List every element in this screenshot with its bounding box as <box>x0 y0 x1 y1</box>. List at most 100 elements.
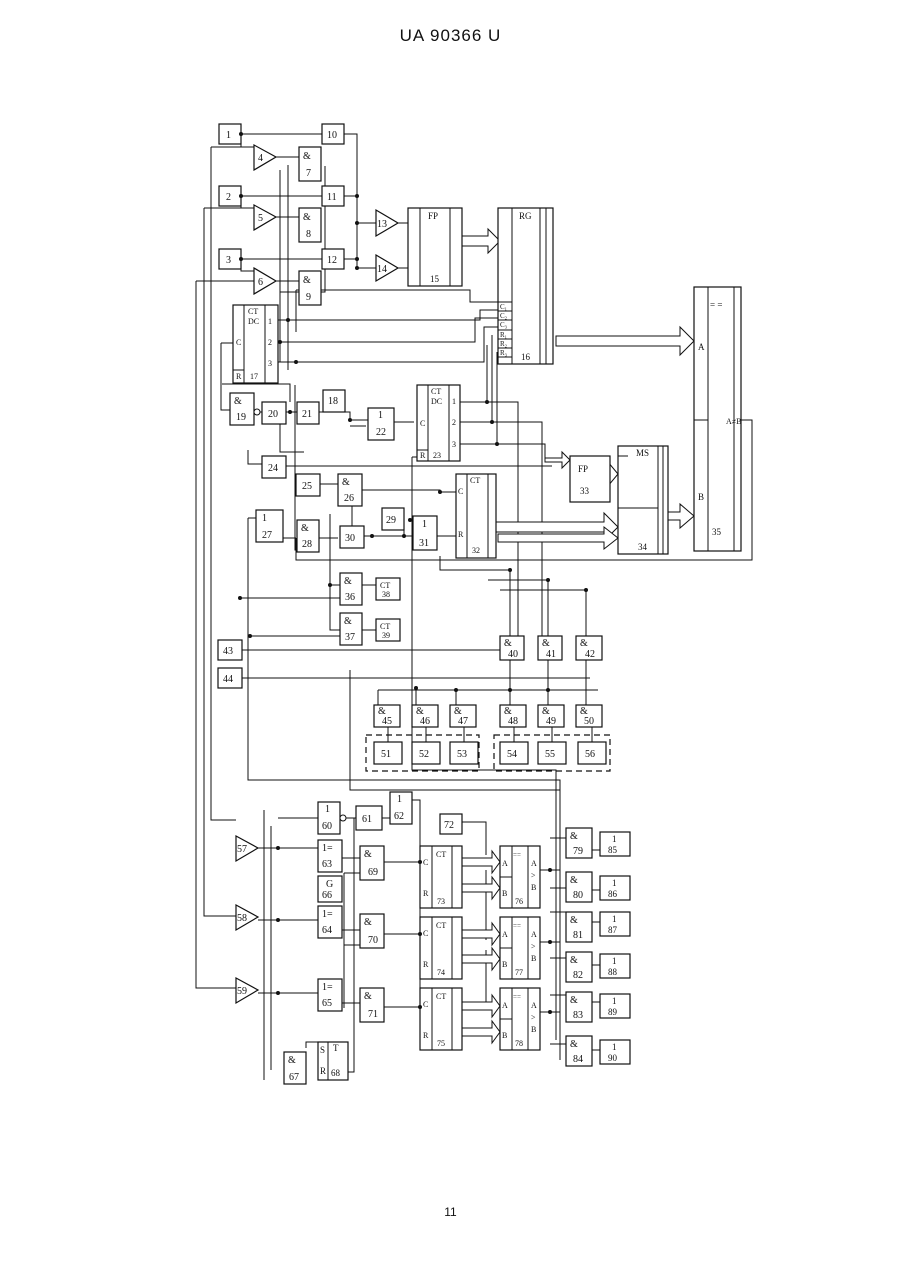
svg-text:80: 80 <box>573 890 583 901</box>
svg-text:CT: CT <box>436 992 446 1001</box>
svg-text:26: 26 <box>344 493 354 504</box>
block-72: 72 <box>440 814 462 834</box>
block-1: 1 <box>219 124 241 144</box>
svg-text:45: 45 <box>382 716 392 727</box>
counter-39: CT39 <box>376 619 400 641</box>
svg-text:C: C <box>423 1000 428 1009</box>
svg-text:&: & <box>570 875 578 886</box>
svg-text:29: 29 <box>386 515 396 526</box>
svg-text:A: A <box>502 1001 508 1010</box>
block-52: 52 <box>412 742 440 764</box>
svg-text:22: 22 <box>376 427 386 438</box>
svg-text:75: 75 <box>437 1039 445 1048</box>
svg-text:3: 3 <box>452 440 456 449</box>
svg-text:CT: CT <box>436 921 446 930</box>
block-55: 55 <box>538 742 566 764</box>
and-gate-28: &28 <box>297 520 319 552</box>
svg-text:41: 41 <box>546 649 556 660</box>
svg-text:B: B <box>698 492 704 502</box>
svg-text:13: 13 <box>377 219 387 230</box>
or-gate-87: 187 <box>600 912 630 936</box>
svg-text:49: 49 <box>546 716 556 727</box>
and-gate-69: &69 <box>360 846 384 880</box>
svg-text:1: 1 <box>325 804 330 815</box>
svg-text:42: 42 <box>585 649 595 660</box>
svg-text:89: 89 <box>608 1007 618 1017</box>
svg-text:C: C <box>423 858 428 867</box>
svg-text:B: B <box>531 883 536 892</box>
svg-text:35: 35 <box>712 527 722 537</box>
and-gate-79: &79 <box>566 828 592 858</box>
svg-text:71: 71 <box>368 1009 378 1020</box>
svg-text:A: A <box>531 1001 537 1010</box>
svg-text:==: == <box>513 851 521 859</box>
and-gate-45: &45 <box>374 705 400 727</box>
block-25: 25 <box>296 474 320 496</box>
and-gate-37: &37 <box>340 613 362 645</box>
svg-text:&: & <box>344 576 352 587</box>
svg-text:63: 63 <box>322 859 332 870</box>
multiplexer-ms-34: MS34 <box>618 446 668 554</box>
blocks: 1 2 3 10 11 12 &7 &8 &9 FP15 RG16 C₁C₂C₃… <box>218 124 742 1084</box>
svg-text:>: > <box>531 1013 536 1022</box>
and-gate-80: & 80 <box>566 872 592 902</box>
svg-text:1: 1 <box>262 513 267 524</box>
svg-text:1: 1 <box>612 956 617 966</box>
svg-text:MS: MS <box>636 448 649 458</box>
block-61: 61 <box>356 806 382 830</box>
svg-text:A: A <box>698 342 705 352</box>
svg-text:62: 62 <box>394 811 404 822</box>
svg-text:9: 9 <box>306 292 311 303</box>
and-gate-67: &67 <box>284 1052 306 1084</box>
svg-text:90: 90 <box>608 1053 618 1063</box>
block-53: 53 <box>450 742 478 764</box>
svg-text:FP: FP <box>428 211 438 221</box>
block-44: 44 <box>218 668 242 688</box>
svg-text:38: 38 <box>382 590 390 599</box>
counter-74: CTCR74 <box>420 917 462 979</box>
svg-text:CT: CT <box>431 387 441 396</box>
block-24: 24 <box>262 456 286 478</box>
svg-text:74: 74 <box>437 968 445 977</box>
svg-text:52: 52 <box>419 749 429 760</box>
svg-text:55: 55 <box>545 749 555 760</box>
and-gate-83: &83 <box>566 992 592 1022</box>
or-gate-31: 131 <box>413 516 437 550</box>
svg-text:73: 73 <box>437 897 445 906</box>
svg-text:27: 27 <box>262 530 272 541</box>
and-gate-26: &26 <box>338 474 362 506</box>
and-gate-84: &84 <box>566 1036 592 1066</box>
svg-text:1: 1 <box>612 834 617 844</box>
and-gate-81: &81 <box>566 912 592 942</box>
svg-text:&: & <box>570 915 578 926</box>
svg-text:&: & <box>542 638 550 649</box>
svg-text:54: 54 <box>507 749 517 760</box>
svg-text:3: 3 <box>268 359 272 368</box>
svg-text:R₂: R₂ <box>500 340 508 348</box>
svg-text:2: 2 <box>268 338 272 347</box>
svg-text:C: C <box>423 929 428 938</box>
svg-text:86: 86 <box>608 889 618 899</box>
svg-text:C: C <box>458 487 463 496</box>
svg-text:56: 56 <box>585 749 595 760</box>
and-gate-42: &42 <box>576 636 602 660</box>
svg-text:S: S <box>320 1045 325 1055</box>
svg-text:C₃: C₃ <box>500 321 508 329</box>
block-3: 3 <box>219 249 241 269</box>
block-fp-33: FP33 <box>570 456 610 502</box>
svg-text:58: 58 <box>237 913 247 924</box>
svg-text:21: 21 <box>302 409 312 420</box>
svg-text:66: 66 <box>322 890 332 901</box>
svg-text:R: R <box>423 1031 429 1040</box>
svg-text:85: 85 <box>608 845 618 855</box>
svg-text:39: 39 <box>382 631 390 640</box>
comparator-77: ==ABA>B77 <box>500 917 540 979</box>
or-gate-22: 122 <box>368 408 394 440</box>
amplifier-13: 13 <box>376 210 398 236</box>
or-gate-89: 189 <box>600 994 630 1018</box>
and-gate-49: &49 <box>538 705 564 727</box>
amplifier-14: 14 <box>376 255 398 281</box>
register-rg-16: RG16 C₁C₂C₃R₁R₂R₃ <box>498 208 553 364</box>
xor-gate-63: 1=63 <box>318 840 342 872</box>
svg-text:88: 88 <box>608 967 618 977</box>
